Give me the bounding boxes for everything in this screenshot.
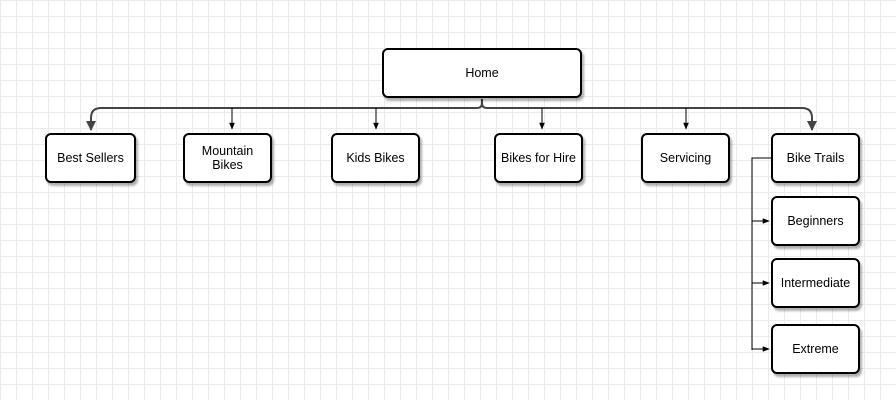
node-kids-bikes-label: Kids Bikes <box>346 151 405 165</box>
node-beginners[interactable]: Beginners <box>771 196 860 246</box>
node-bike-trails-label: Bike Trails <box>786 151 845 165</box>
node-best-sellers[interactable]: Best Sellers <box>45 133 136 183</box>
node-bikes-for-hire[interactable]: Bikes for Hire <box>494 133 583 183</box>
node-extreme-label: Extreme <box>792 342 839 356</box>
node-bikes-for-hire-label: Bikes for Hire <box>500 151 577 165</box>
node-home-label: Home <box>465 66 499 80</box>
node-servicing-label: Servicing <box>659 151 712 165</box>
node-best-sellers-label: Best Sellers <box>57 151 124 165</box>
home-trunk-connector-right <box>481 102 488 109</box>
connector-bike-trails <box>487 107 817 131</box>
node-servicing[interactable]: Servicing <box>641 133 730 183</box>
node-kids-bikes[interactable]: Kids Bikes <box>331 133 420 183</box>
node-home[interactable]: Home <box>382 48 582 98</box>
node-intermediate-label: Intermediate <box>780 276 851 290</box>
node-mountain-bikes-label: Mountain Bikes <box>201 144 254 172</box>
node-beginners-label: Beginners <box>787 214 844 228</box>
node-mountain-bikes[interactable]: Mountain Bikes <box>183 133 272 183</box>
connector-bike-trails-spine <box>751 157 772 350</box>
node-intermediate[interactable]: Intermediate <box>771 258 860 308</box>
node-extreme[interactable]: Extreme <box>771 324 860 374</box>
connector-best-sellers <box>86 107 477 131</box>
node-bike-trails[interactable]: Bike Trails <box>771 133 860 183</box>
